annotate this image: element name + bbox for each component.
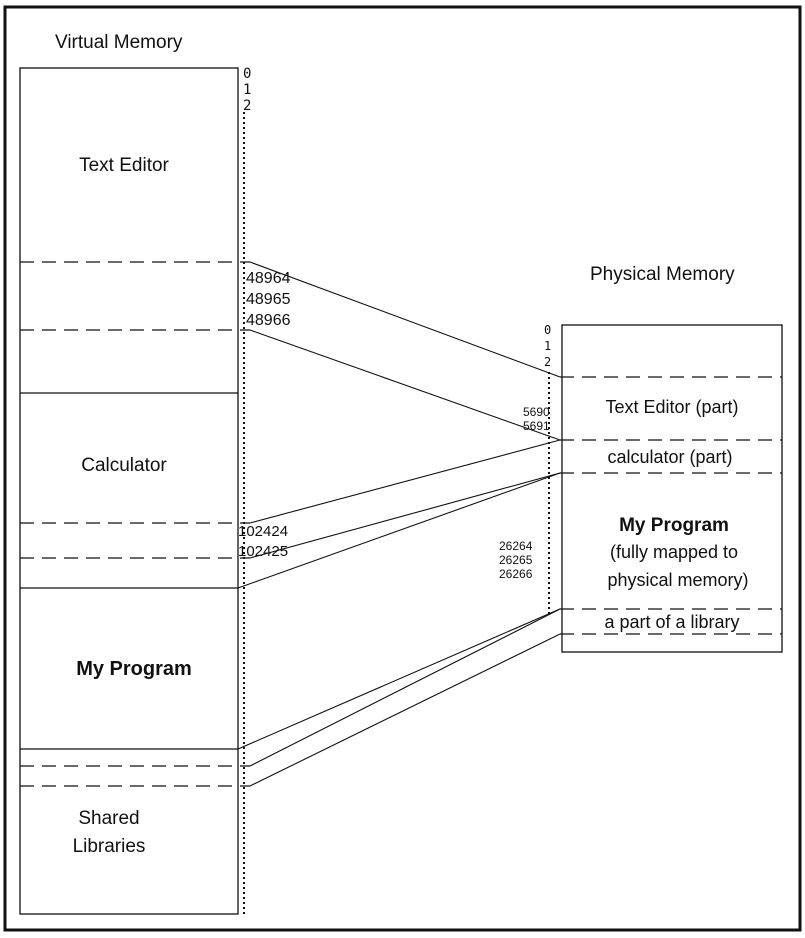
- mapping-line-calculator-end: [249, 472, 561, 559]
- virtual-address-0: 0: [243, 66, 251, 82]
- physical-address-1: 1: [544, 339, 551, 353]
- mapping-lines: [237, 261, 561, 787]
- physical-memory-box: [561, 324, 783, 653]
- virtual-address-102424: 102424: [238, 523, 288, 540]
- virtual-page-lines: [20, 261, 250, 787]
- virtual-segment-calculator: Calculator: [81, 455, 167, 476]
- physical-address-2: 2: [544, 355, 551, 369]
- physical-page-lines: [560, 376, 782, 635]
- physical-address-26266: 26266: [499, 567, 533, 581]
- physical-address-26265: 26265: [499, 553, 533, 567]
- physical-region-program-line2: (fully mapped to: [610, 542, 738, 562]
- mapping-line-program-end: [237, 608, 561, 750]
- physical-memory-title: Physical Memory: [590, 264, 735, 285]
- mapping-line-text-editor-end: [249, 329, 561, 441]
- virtual-address-1: 1: [243, 82, 251, 98]
- virtual-address-2: 2: [243, 98, 251, 114]
- mapping-line-library-start: [249, 608, 561, 767]
- physical-address-26264: 26264: [499, 539, 533, 553]
- virtual-address-48964: 48964: [246, 270, 291, 287]
- mapping-line-text-editor-start: [249, 261, 561, 378]
- mapping-line-library-end: [249, 633, 561, 787]
- virtual-segment-libraries: Libraries: [73, 836, 146, 857]
- virtual-segment-shared: Shared: [78, 808, 139, 829]
- virtual-address-48966: 48966: [246, 312, 291, 329]
- virtual-memory-title: Virtual Memory: [55, 32, 183, 53]
- physical-region-calculator: calculator (part): [607, 447, 732, 467]
- outer-border: [3, 5, 802, 932]
- physical-region-library: a part of a library: [604, 612, 739, 632]
- physical-address-5691: 5691: [523, 419, 550, 433]
- virtual-segment-my-program: My Program: [76, 658, 192, 680]
- virtual-memory-box: [19, 67, 239, 915]
- virtual-segment-text-editor: Text Editor: [79, 155, 169, 176]
- physical-address-0: 0: [544, 323, 551, 337]
- mapping-line-calculator-start: [249, 439, 561, 524]
- virtual-address-48965: 48965: [246, 291, 291, 308]
- mapping-line-program-start: [237, 472, 561, 589]
- physical-region-my-program: My Program: [619, 515, 729, 536]
- physical-region-program-line3: physical memory): [607, 570, 748, 590]
- virtual-address-102425: 102425: [238, 543, 288, 560]
- physical-region-text-editor: Text Editor (part): [605, 397, 738, 417]
- physical-address-5690: 5690: [523, 405, 550, 419]
